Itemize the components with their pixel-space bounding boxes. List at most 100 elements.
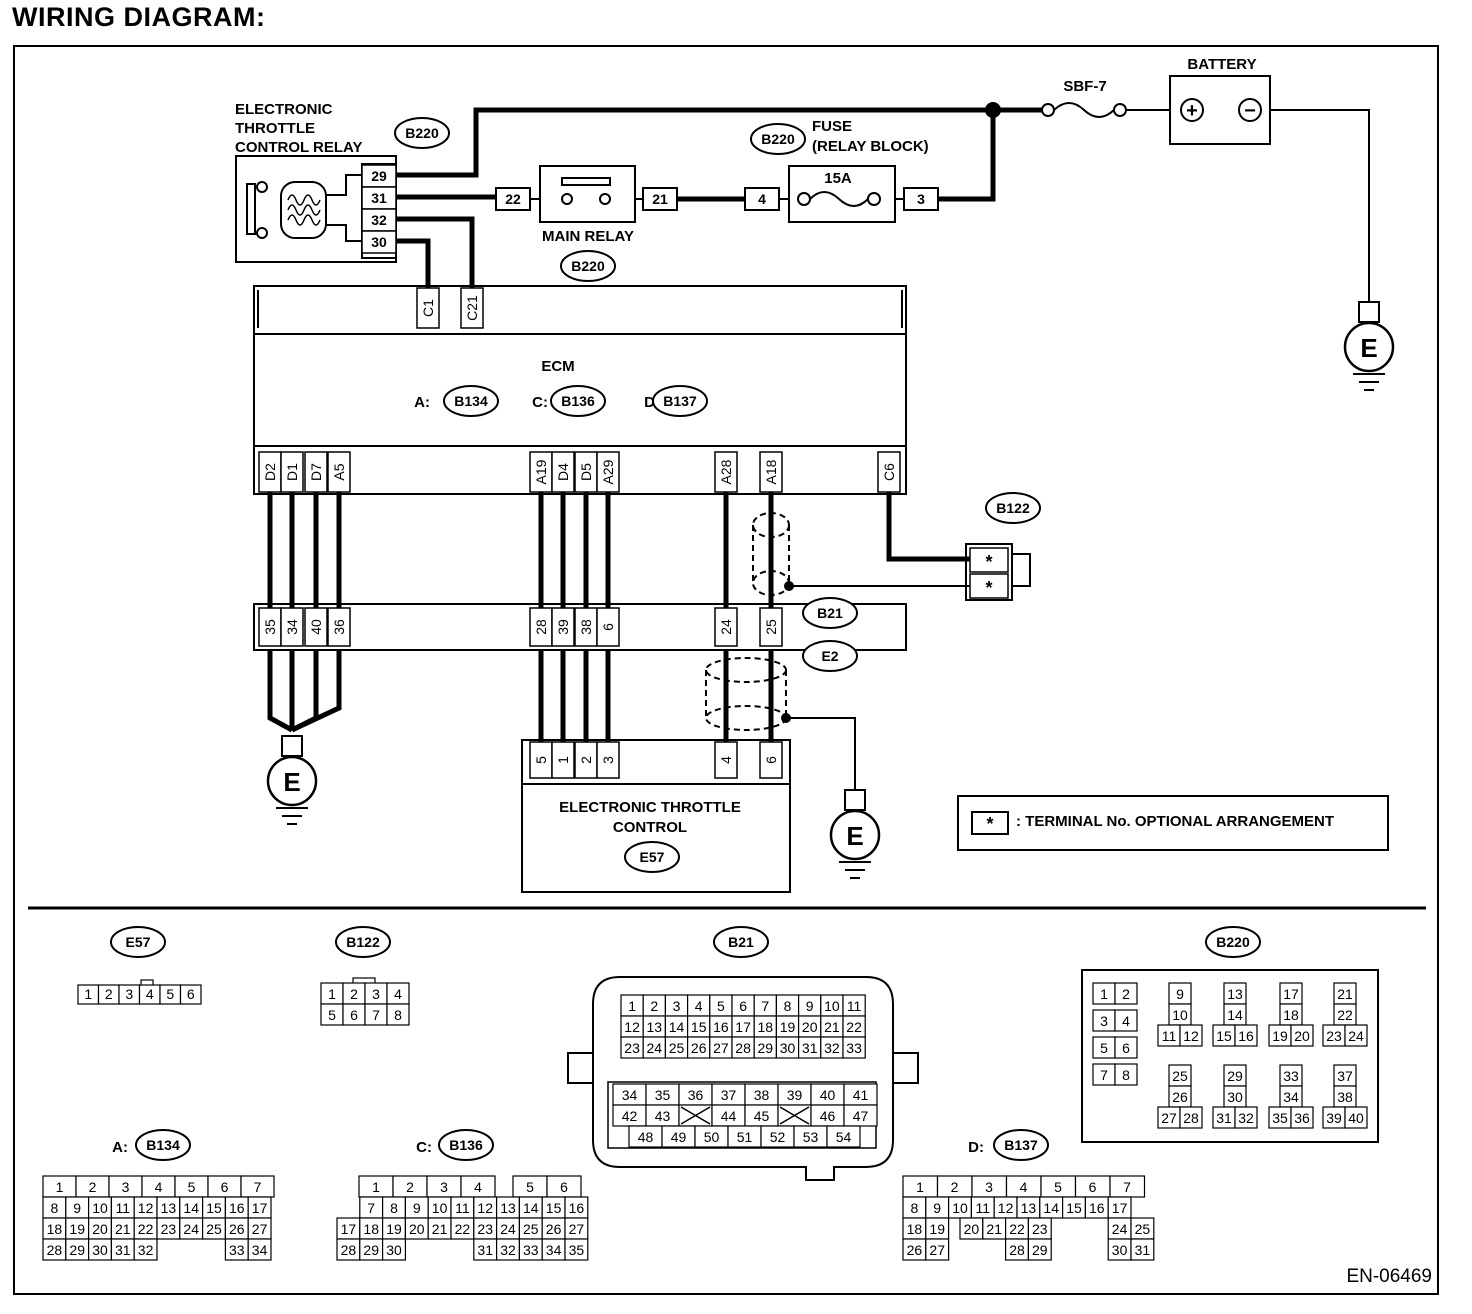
- b220-face-group-pin-label: 32: [1238, 1110, 1254, 1126]
- fuse-pin-label: 4: [758, 191, 766, 207]
- ground-terminal: [281, 735, 303, 757]
- ecm-label: ECM: [541, 358, 574, 375]
- b134-face-pin-label: 14: [183, 1200, 199, 1216]
- e57-face-tag-oval: [110, 926, 166, 958]
- b137-face-pin-label: 15: [1066, 1200, 1082, 1216]
- b134-face-pin-label: 11: [116, 1200, 131, 1216]
- b136-face-pin-label: 12: [477, 1200, 493, 1216]
- b21-face-pin-label: 6: [739, 998, 747, 1014]
- b21-face-pin-label: 20: [802, 1019, 818, 1035]
- b220-face-group-pin-label: 9: [1176, 986, 1184, 1002]
- relay-title: CONTROL RELAY: [235, 139, 363, 156]
- ecm-connector-tag-oval: [652, 385, 708, 417]
- ecm-pin-label: D7: [308, 463, 324, 481]
- b122-face-pin-label: 6: [350, 1007, 358, 1023]
- b220-face-group-pin-label: 35: [1272, 1110, 1288, 1126]
- etc-body: [521, 783, 791, 893]
- main-relay-contact: [599, 193, 611, 205]
- b137-face-cell: [925, 1238, 950, 1261]
- b134-face-pin-label: 13: [161, 1200, 177, 1216]
- b134-face-pin-label: 12: [138, 1200, 154, 1216]
- b21-face-pin-label: 26: [691, 1040, 707, 1056]
- ecm-pin-label: C6: [881, 463, 897, 481]
- etc-pin-label: 6: [763, 756, 779, 764]
- battery-label: BATTERY: [1187, 56, 1256, 73]
- b136-face-pin-label: 26: [546, 1221, 562, 1237]
- b220-face-group-cell: [1179, 1024, 1203, 1047]
- main-relay-tag: B220: [571, 258, 605, 274]
- b136-face-cell: [382, 1238, 407, 1261]
- b136-face-pin-label: 19: [386, 1221, 402, 1237]
- ecm-connector-prefix: A:: [414, 394, 430, 411]
- b136-face-pin-label: 15: [546, 1200, 562, 1216]
- b134-face-pin-label: 8: [51, 1200, 59, 1216]
- b134-face-pin-label: 29: [69, 1242, 85, 1258]
- b21-face-lower3-pin-label: 53: [803, 1129, 819, 1145]
- b220-face-group-pin-label: 30: [1227, 1089, 1243, 1105]
- unused-pin-mark: [779, 1106, 810, 1125]
- b220-face-tag-oval: [1205, 926, 1261, 958]
- b136-face-pin-label: 14: [523, 1200, 539, 1216]
- b136-face-pin-label: 4: [474, 1179, 482, 1195]
- b21-face-lower3-pin-label: 49: [671, 1129, 687, 1145]
- b220-face-group-pin-label: 28: [1183, 1110, 1199, 1126]
- fuse-terminal: [797, 192, 811, 206]
- legend-box: [957, 795, 1389, 851]
- b21-face-latch: [567, 1052, 594, 1084]
- e57-face-pin-label: 3: [125, 986, 133, 1002]
- b134-face-pin-label: 25: [206, 1221, 222, 1237]
- b122-pin-label: *: [985, 578, 992, 598]
- b220-face-pin-label: 7: [1100, 1067, 1108, 1083]
- ground-terminal: [844, 789, 866, 811]
- b21-face-pin-label: 18: [758, 1019, 774, 1035]
- b21-face-lower-pin-label: 36: [688, 1087, 704, 1103]
- b137-face-pin-label: 4: [1020, 1179, 1028, 1195]
- b21-face-pin-label: 21: [824, 1019, 840, 1035]
- b137-face-cell: [1130, 1238, 1155, 1261]
- b136-face-pin-label: 34: [546, 1242, 562, 1258]
- b134-face-pin-label: 20: [92, 1221, 108, 1237]
- ecm-connector-tag: B137: [663, 393, 697, 409]
- b21-face-lower-pin-label: 35: [655, 1087, 671, 1103]
- b134-face-pin-label: 4: [155, 1179, 163, 1195]
- b136-face-pin-label: 18: [363, 1221, 379, 1237]
- joint-pin-label: 6: [600, 623, 616, 631]
- ecm-pin-label: D4: [555, 463, 571, 481]
- b122-face-pin-label: 7: [372, 1007, 380, 1023]
- relay-internal-wire: [326, 224, 362, 242]
- b220-face-group-cell: [1290, 1106, 1314, 1129]
- b220-face-group-pin-label: 18: [1283, 1007, 1299, 1023]
- b21-face-lower-pin-label: 47: [853, 1108, 869, 1124]
- b136-face-pin-label: 21: [432, 1221, 448, 1237]
- ecm-pin-label: A18: [763, 459, 779, 484]
- relay-pin-label: 31: [371, 190, 387, 206]
- b137-face-pin-label: 2: [951, 1179, 959, 1195]
- b137-face-pin-label: 21: [986, 1221, 1002, 1237]
- etc-pin-label: 5: [533, 756, 549, 764]
- ecm-pin-label: A5: [331, 463, 347, 480]
- b134-face-pin-label: 16: [229, 1200, 245, 1216]
- fuse-rating: 15A: [824, 170, 852, 187]
- b134-face-pin-label: 24: [183, 1221, 199, 1237]
- b21-face-pin-label: 11: [847, 998, 862, 1014]
- b21-face-pin-label: 25: [669, 1040, 685, 1056]
- b21-face-pin-label: 23: [624, 1040, 640, 1056]
- b136-face-tag-oval: [438, 1129, 494, 1161]
- b136-face-prefix: C:: [416, 1139, 432, 1156]
- b134-face-cell: [133, 1238, 158, 1261]
- b137-face-pin-label: 31: [1135, 1242, 1151, 1258]
- b134-face-pin-label: 9: [73, 1200, 81, 1216]
- b21-face-lower-pin-label: 39: [787, 1087, 803, 1103]
- b134-face-pin-label: 18: [47, 1221, 63, 1237]
- b220-face-group-pin-label: 13: [1227, 986, 1243, 1002]
- b220-face-cell: [1114, 1063, 1138, 1086]
- b21-face-lower-pin-label: 45: [754, 1108, 770, 1124]
- ground-circle: [266, 755, 318, 807]
- b220-face-group-pin-label: 38: [1337, 1089, 1353, 1105]
- b220-face-group-pin-label: 37: [1337, 1068, 1353, 1084]
- ecm-connector-tag-oval: [443, 385, 499, 417]
- b220-face-cell: [1114, 982, 1138, 1005]
- relay-pin-label: 32: [371, 212, 387, 228]
- b137-face-pin-label: 11: [976, 1200, 991, 1216]
